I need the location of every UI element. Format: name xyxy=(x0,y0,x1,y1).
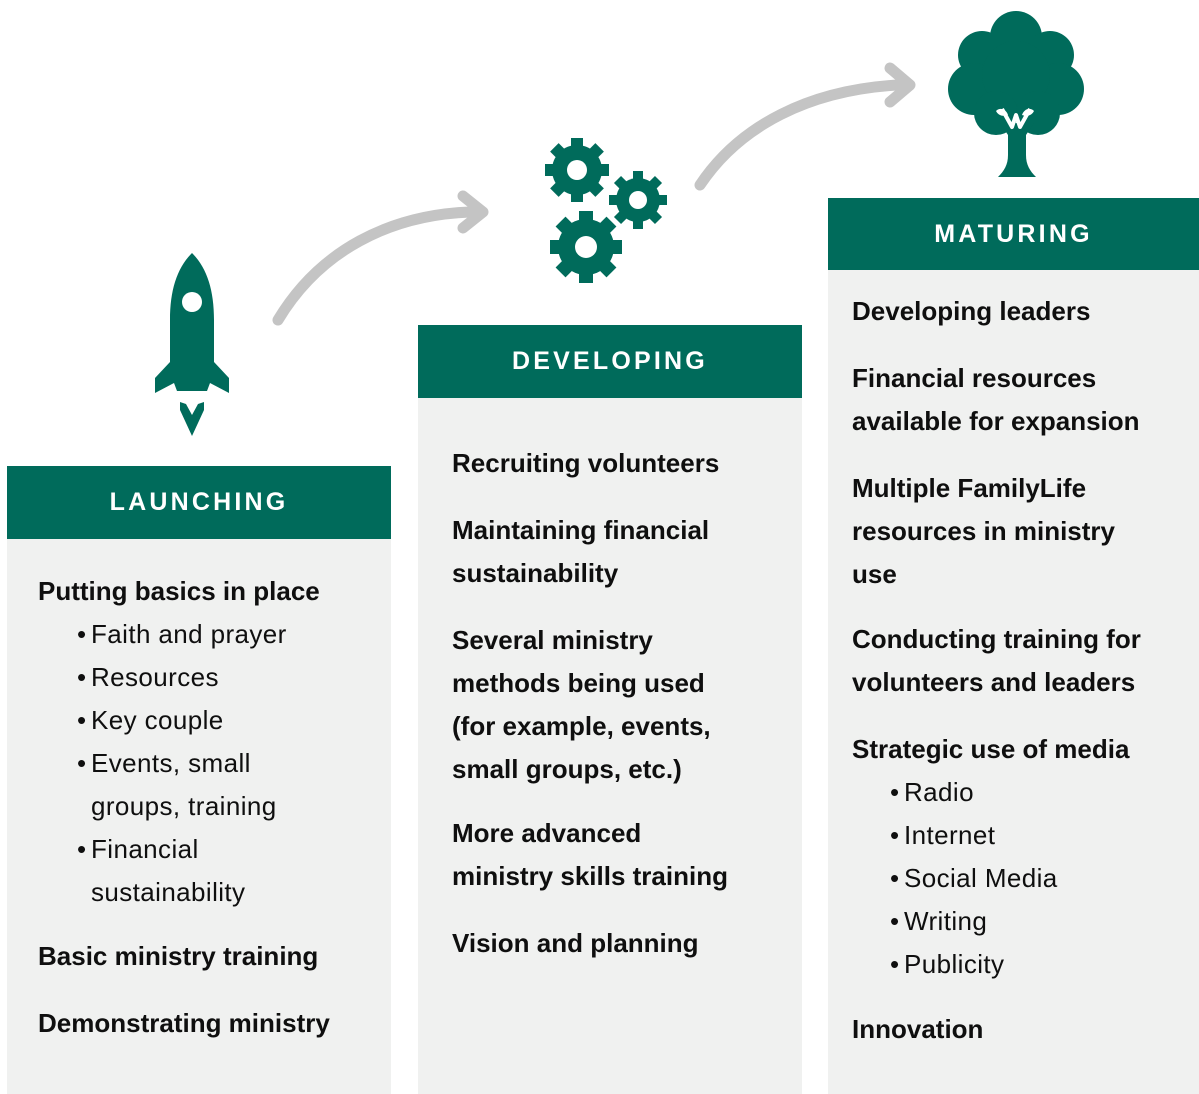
launching-column: LAUNCHING Putting basics in place •Faith… xyxy=(7,466,391,1094)
developing-column: DEVELOPING Recruiting volunteers Maintai… xyxy=(418,325,802,1094)
maturing-item: Conducting training for xyxy=(852,624,1141,654)
launching-bullet: •Events, small xyxy=(77,748,251,778)
developing-item: Recruiting volunteers xyxy=(452,448,720,478)
launching-title: LAUNCHING xyxy=(7,466,391,539)
maturing-bullet: •Publicity xyxy=(890,949,1005,979)
developing-item: (for example, events, xyxy=(452,711,711,741)
maturing-item: volunteers and leaders xyxy=(852,667,1136,697)
launching-item-basics: Putting basics in place xyxy=(38,576,320,606)
maturing-item: Developing leaders xyxy=(852,296,1091,326)
maturing-item: Multiple FamilyLife xyxy=(852,473,1087,503)
maturing-bullet: •Radio xyxy=(890,777,974,807)
maturing-item: available for expansion xyxy=(852,406,1140,436)
developing-item: Several ministry xyxy=(452,625,653,655)
developing-item: Maintaining financial xyxy=(452,515,710,545)
maturing-column: MATURING Developing leaders Financial re… xyxy=(828,198,1199,1094)
developing-item: Vision and planning xyxy=(452,928,699,958)
rocket-icon xyxy=(155,253,229,436)
developing-item: small groups, etc.) xyxy=(452,754,682,784)
developing-item: More advanced xyxy=(452,818,642,848)
launching-bullet-cont: sustainability xyxy=(91,877,246,907)
launching-bullet: •Financial xyxy=(77,834,199,864)
maturing-bullet: •Social Media xyxy=(890,863,1058,893)
maturing-item: use xyxy=(852,559,897,589)
maturing-title: MATURING xyxy=(828,198,1199,270)
launching-item-demonstrating: Demonstrating ministry xyxy=(38,1008,330,1038)
launching-item-training: Basic ministry training xyxy=(38,941,319,971)
launching-bullet: •Resources xyxy=(77,662,219,692)
gears-icon xyxy=(545,138,667,283)
launching-bullet-cont: groups, training xyxy=(91,791,277,821)
maturing-item: Financial resources xyxy=(852,363,1097,393)
maturing-item: Strategic use of media xyxy=(852,734,1130,764)
maturing-bullet: •Writing xyxy=(890,906,988,936)
developing-item: methods being used xyxy=(452,668,705,698)
developing-title: DEVELOPING xyxy=(418,325,802,398)
tree-icon xyxy=(948,11,1084,177)
maturing-item: Innovation xyxy=(852,1014,984,1044)
maturing-bullet: •Internet xyxy=(890,820,996,850)
launching-bullet: •Faith and prayer xyxy=(77,619,287,649)
launching-bullet: •Key couple xyxy=(77,705,224,735)
maturing-item: resources in ministry xyxy=(852,516,1115,546)
developing-item: ministry skills training xyxy=(452,861,728,891)
developing-item: sustainability xyxy=(452,558,619,588)
